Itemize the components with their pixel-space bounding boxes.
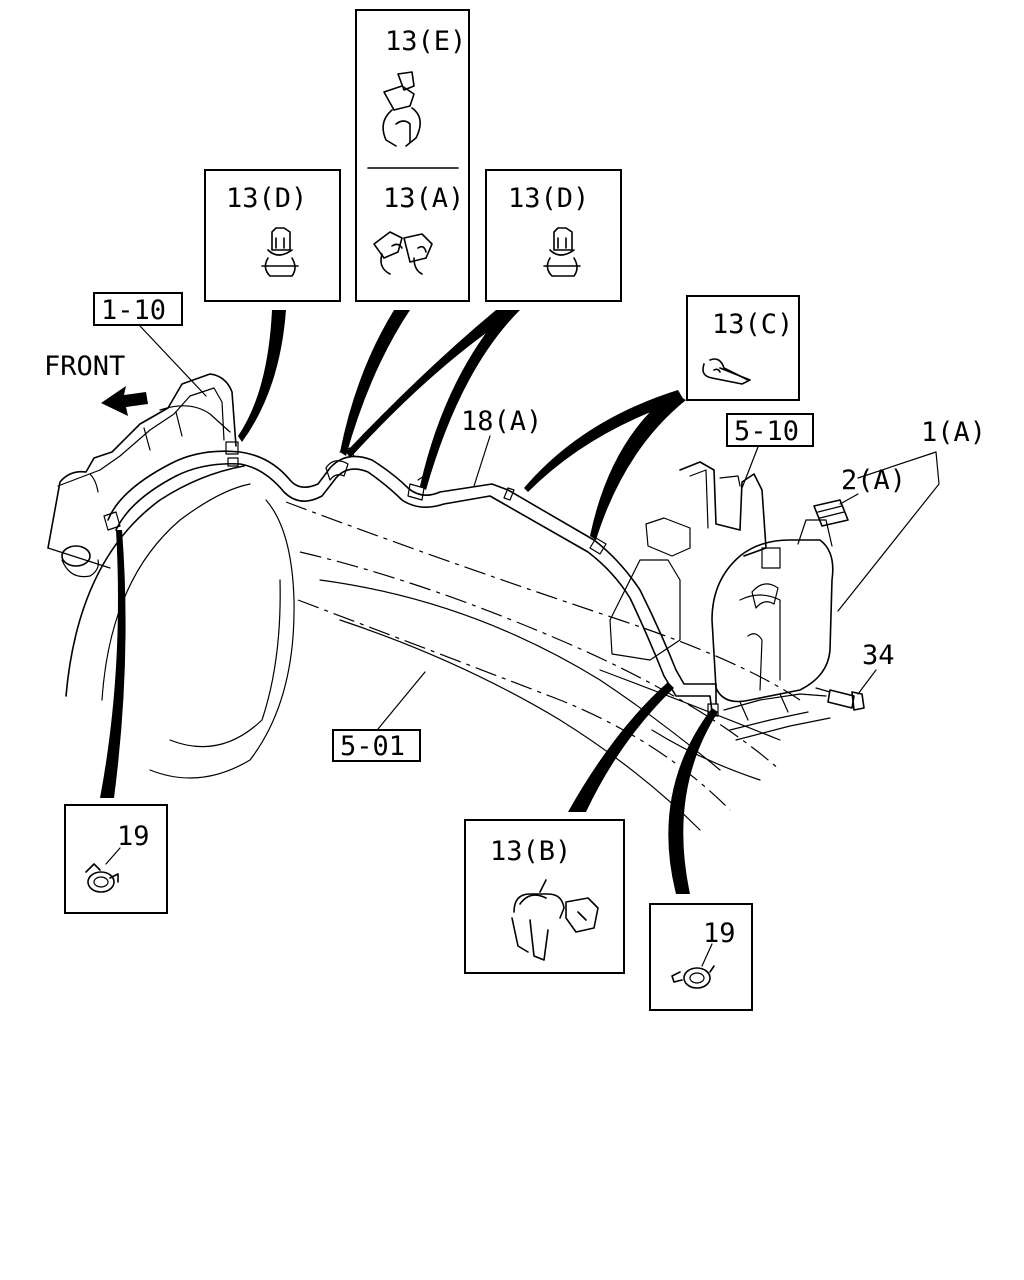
label-13D-left: 13(D): [226, 183, 307, 214]
leader-13B: [568, 682, 674, 812]
callout-13E-13A: 13(E) 13(A): [355, 9, 470, 302]
label-34: 34: [862, 640, 895, 671]
bolt-34: [815, 687, 865, 711]
clip-13D-left-icon: [261, 227, 299, 277]
leader-19-left: [100, 530, 126, 798]
hose-18A: [103, 441, 719, 717]
leader-13D-left: [238, 310, 286, 442]
clamp-19-left-icon: [85, 847, 121, 893]
label-13D-right: 13(D): [508, 183, 589, 214]
label-ref-5-01: 5-01: [340, 731, 405, 762]
leader-13D-right-b: [420, 310, 520, 490]
leader-13C-b: [590, 392, 686, 540]
radiator-assembly: [47, 373, 237, 578]
leader-13A: [340, 310, 410, 456]
front-arrow-icon: [101, 386, 148, 416]
label-ref-5-10: 5-10: [734, 416, 799, 447]
mounting-rail: [723, 693, 831, 741]
clip-13A-icon: [373, 231, 433, 275]
clip-13B-icon: [511, 879, 599, 961]
leader-13D-right-a: [346, 310, 520, 458]
callout-13D-right: 13(D): [485, 169, 622, 302]
ref-1-10: 1-10: [93, 292, 207, 397]
body-outline: [65, 465, 801, 831]
clip-13E-icon: [382, 71, 421, 147]
washer-tank: [711, 499, 849, 703]
clip-13C-icon: [702, 358, 751, 385]
ref-5-10: 5-10: [726, 413, 814, 489]
label-13A: 13(A): [383, 183, 464, 214]
label-19-right: 19: [703, 918, 736, 949]
label-front: FRONT: [44, 351, 125, 382]
callout-19-right: 19: [649, 903, 753, 1011]
label-19-left: 19: [117, 821, 150, 852]
label-13B: 13(B): [490, 836, 571, 867]
clamp-19-right-icon: [671, 943, 715, 989]
label-18A: 18(A): [461, 406, 542, 437]
callout-13C: 13(C): [686, 295, 800, 401]
label-1A: 1(A): [921, 417, 986, 448]
label-13C: 13(C): [712, 309, 793, 340]
callout-13D-left: 13(D): [204, 169, 341, 302]
callout-13B: 13(B): [464, 819, 625, 974]
leader-19-right: [668, 708, 718, 894]
callout-19-left: 19: [64, 804, 168, 914]
label-2A: 2(A): [841, 465, 906, 496]
ref-5-01: 5-01: [332, 671, 426, 762]
label-13E: 13(E): [385, 26, 466, 57]
label-ref-1-10: 1-10: [101, 295, 166, 326]
bracket-5-10: [609, 461, 767, 661]
clip-13D-right-icon: [543, 227, 581, 277]
